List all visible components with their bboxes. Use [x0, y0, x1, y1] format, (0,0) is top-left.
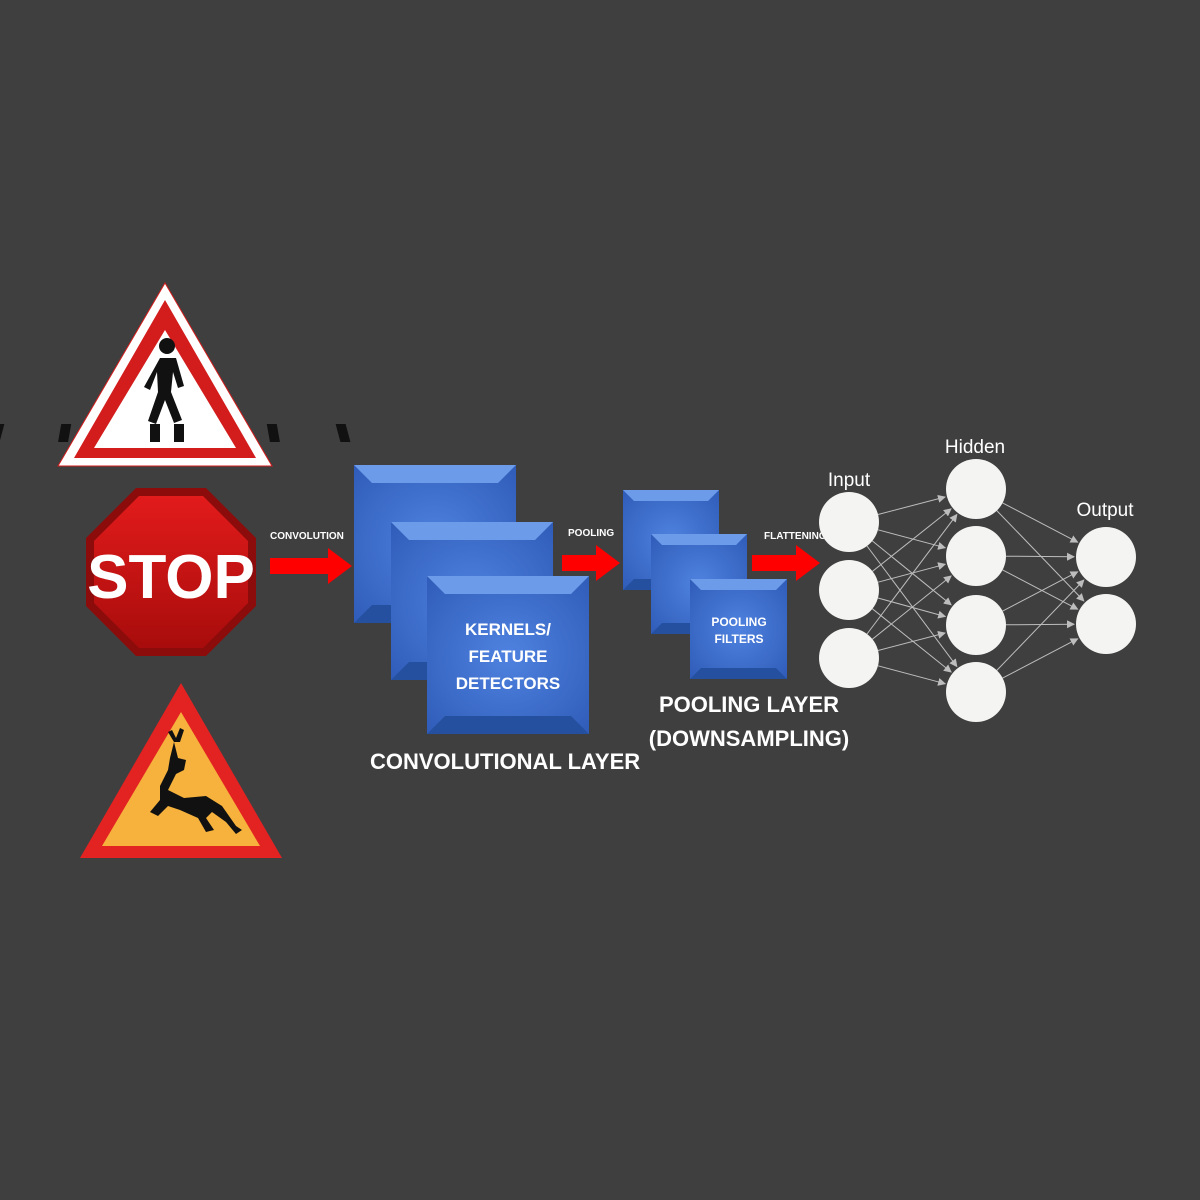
pedestrian-crossing-sign [0, 282, 351, 467]
deer-crossing-sign [80, 683, 282, 858]
pooling-layer: POOLING FILTERS POOLING LAYER (DOWNSAMPL… [623, 490, 849, 751]
hidden-node-2 [946, 526, 1006, 586]
connection-input-2-to-hidden-4 [872, 608, 952, 673]
connection-hidden-2-to-output-2 [1002, 569, 1079, 610]
convolutional-layer-caption: CONVOLUTIONAL LAYER [370, 749, 640, 774]
connection-input-3-to-hidden-3 [877, 630, 946, 651]
pooling-label: POOLING [568, 528, 614, 539]
hidden-label: Hidden [945, 437, 1005, 458]
connection-input-3-to-hidden-2 [872, 575, 952, 640]
flattening-label: FLATTENING [764, 531, 827, 542]
input-node-3 [819, 628, 879, 688]
pool-box-front: POOLING FILTERS [690, 579, 787, 679]
connection-input-1-to-hidden-1 [877, 494, 946, 515]
input-label: Input [828, 470, 871, 491]
network-connections [866, 494, 1085, 686]
connection-hidden-4-to-output-2 [1002, 638, 1079, 679]
conv-box-front: KERNELS/ FEATURE DETECTORS [427, 576, 589, 734]
output-node-1 [1076, 527, 1136, 587]
deer-icon [150, 728, 242, 834]
connection-hidden-4-to-output-1 [996, 579, 1085, 671]
hidden-node-1 [946, 459, 1006, 519]
hidden-node-4 [946, 662, 1006, 722]
pooling-filters-line1: POOLING [711, 615, 766, 629]
convolutional-layer: KERNELS/ FEATURE DETECTORS CONVOLUTIONAL… [354, 465, 640, 774]
connection-input-3-to-hidden-1 [866, 513, 958, 635]
connection-hidden-3-to-output-1 [1002, 571, 1079, 612]
stop-sign: STOP [86, 488, 256, 656]
connection-input-1-to-hidden-2 [877, 529, 947, 550]
hidden-node-3 [946, 595, 1006, 655]
neural-network: Input Hidden Output [819, 437, 1136, 722]
input-node-1 [819, 492, 879, 552]
input-node-2 [819, 560, 879, 620]
stop-text: STOP [87, 543, 255, 612]
connection-input-2-to-hidden-1 [872, 508, 952, 572]
convolution-arrow: CONVOLUTION [270, 531, 352, 584]
kernels-text-line1: KERNELS/ [465, 620, 551, 639]
flattening-arrow: FLATTENING [752, 531, 827, 581]
pooling-arrow: POOLING [562, 528, 620, 581]
network-nodes [819, 459, 1136, 722]
pedestrian-icon [0, 338, 351, 442]
connection-hidden-2-to-output-1 [1005, 552, 1075, 561]
pooling-layer-caption-line1: POOLING LAYER [659, 692, 839, 717]
output-node-2 [1076, 594, 1136, 654]
pooling-filters-line2: FILTERS [714, 632, 763, 646]
convolution-label: CONVOLUTION [270, 531, 344, 542]
connection-input-2-to-hidden-2 [877, 562, 947, 583]
kernels-text-line3: DETECTORS [456, 674, 561, 693]
kernels-text-line2: FEATURE [468, 647, 547, 666]
connection-hidden-1-to-output-2 [996, 510, 1085, 602]
connection-input-1-to-hidden-4 [866, 545, 958, 668]
connection-hidden-3-to-output-2 [1005, 620, 1075, 629]
output-label: Output [1076, 500, 1134, 521]
pooling-layer-caption-line2: (DOWNSAMPLING) [649, 726, 849, 751]
connection-input-3-to-hidden-4 [877, 665, 947, 686]
connection-hidden-1-to-output-1 [1002, 502, 1079, 543]
